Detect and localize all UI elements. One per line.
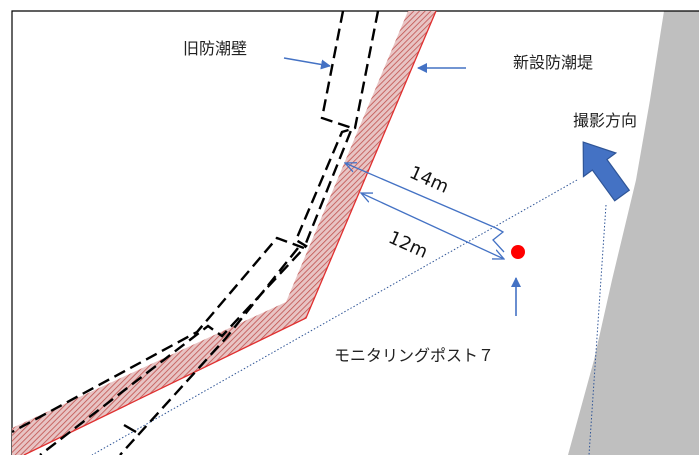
old-seawall-outer — [11, 10, 354, 434]
new-seawall — [12, 11, 436, 455]
frame-border — [11, 10, 699, 455]
dimension-break-icon — [492, 227, 505, 253]
new-seawall-label: 新設防潮堤 — [513, 53, 594, 72]
old-seawall-corner — [123, 423, 137, 434]
monitoring-post-label: モニタリングポスト７ — [334, 346, 495, 365]
old-seawall-front — [119, 247, 299, 455]
monitoring-post-marker — [511, 245, 525, 259]
old-seawall-label: 旧防潮壁 — [183, 39, 248, 58]
thick-arrow-icon — [582, 141, 631, 202]
dimension-12m-line — [361, 193, 504, 259]
new-seawall-edge — [23, 10, 437, 455]
slope-area — [568, 11, 699, 455]
shooting-direction-label: 撮影方向 — [573, 111, 638, 130]
old-seawall-inner — [39, 10, 380, 455]
old-seawall-pointer-icon — [283, 57, 331, 70]
